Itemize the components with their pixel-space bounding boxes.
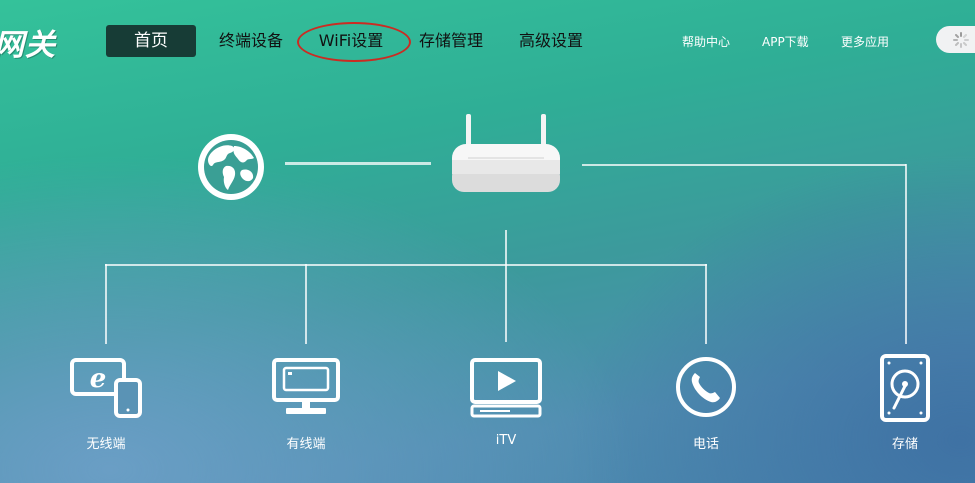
nav-storage-management[interactable]: 存储管理 (410, 25, 492, 57)
device-bus-line (105, 264, 707, 266)
phone-label: 电话 (692, 437, 719, 452)
phone-drop-line (705, 264, 707, 344)
nav-home[interactable]: 首页 (106, 25, 196, 57)
app-download-link[interactable]: APP下载 (762, 35, 809, 49)
wireless-label: 无线端 (86, 437, 126, 452)
nav-storage-management-label: 存储管理 (418, 31, 483, 50)
status-toggle[interactable] (936, 26, 975, 53)
itv-label: iTV (495, 433, 517, 448)
brand-logo: 网关 (0, 20, 56, 64)
loading-spinner-icon (953, 32, 969, 48)
nav-advanced-settings[interactable]: 高级设置 (510, 25, 592, 57)
wired-desktop-icon[interactable] (272, 358, 340, 418)
wireless-drop-line (105, 264, 107, 344)
router-icon[interactable] (448, 112, 564, 196)
wireless-devices-icon[interactable]: e (70, 358, 142, 418)
help-center-link[interactable]: 帮助中心 (682, 35, 731, 49)
router-storage-link-v (905, 164, 907, 344)
router-trunk-line (505, 230, 507, 342)
wired-drop-line (305, 264, 307, 344)
storage-hdd-icon[interactable] (880, 354, 930, 422)
phone-icon[interactable] (675, 356, 737, 418)
wired-label: 有线端 (286, 437, 326, 452)
internet-globe-icon[interactable] (196, 132, 266, 202)
nav-home-label: 首页 (134, 31, 168, 51)
internet-router-link (285, 162, 431, 165)
nav-terminal-devices-label: 终端设备 (218, 31, 283, 50)
itv-icon[interactable] (470, 358, 542, 418)
nav-advanced-settings-label: 高级设置 (518, 31, 583, 50)
annotation-circle (297, 22, 411, 62)
svg-text:e: e (90, 364, 107, 394)
storage-label: 存储 (891, 437, 918, 452)
nav-terminal-devices[interactable]: 终端设备 (210, 25, 292, 57)
more-apps-link[interactable]: 更多应用 (841, 35, 890, 49)
router-storage-link-h (582, 164, 906, 166)
brand-logo-text: 网关 (0, 28, 56, 63)
